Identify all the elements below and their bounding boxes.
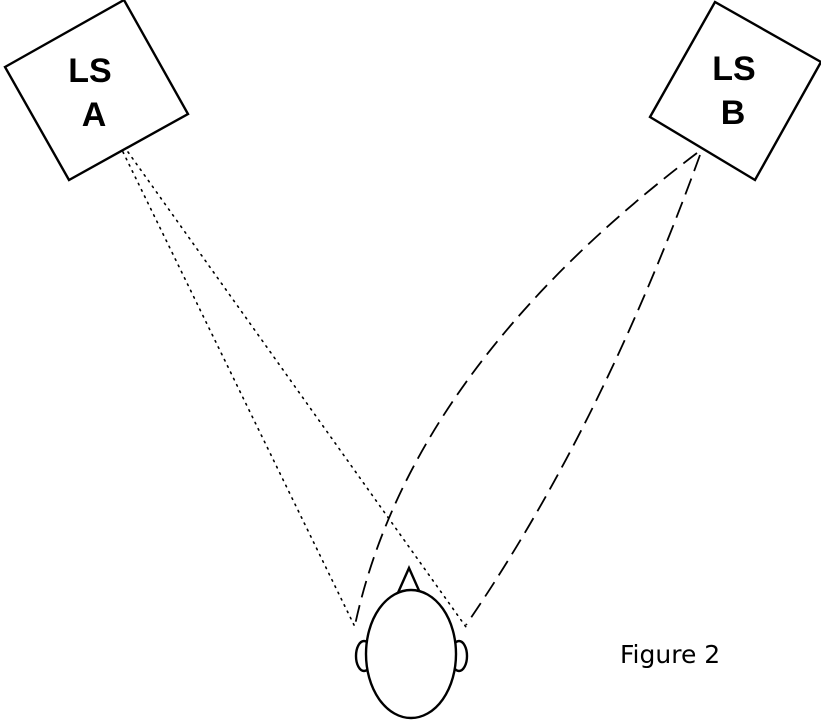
loudspeaker-a-label-line2: A (82, 96, 107, 134)
ls-b-to-right-ear-path (465, 154, 701, 626)
loudspeaker-b-label-line2: B (721, 94, 746, 132)
loudspeaker-a: LS A (3, 0, 190, 182)
ls-a-to-right-ear-path (127, 151, 467, 628)
ls-b-to-left-ear-path (354, 152, 698, 626)
ls-a-to-left-ear-path (122, 151, 356, 628)
loudspeaker-a-box (3, 0, 190, 182)
ls-b-paths (354, 152, 701, 626)
head-outline (364, 588, 458, 720)
ls-a-paths (122, 151, 467, 628)
loudspeaker-b-label-line1: LS (712, 50, 755, 88)
figure-caption: Figure 2 (620, 640, 720, 669)
loudspeaker-b-box (648, 0, 821, 182)
listener-head (354, 565, 469, 720)
loudspeaker-b: LS B (648, 0, 821, 182)
loudspeaker-a-label-line1: LS (68, 52, 111, 90)
